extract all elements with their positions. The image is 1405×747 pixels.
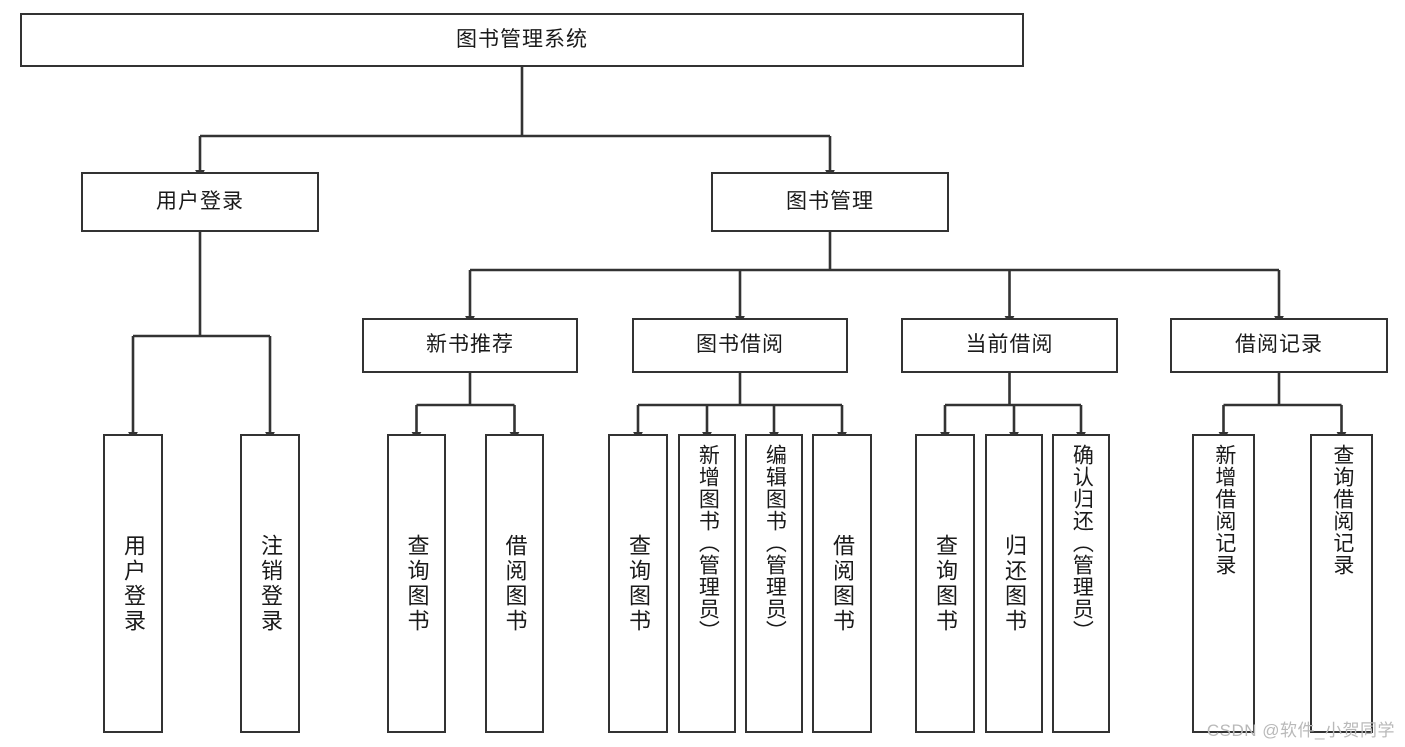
node-root[interactable]: 图书管理系统: [20, 13, 1024, 67]
node-label: 查询图书: [625, 533, 651, 634]
node-book-manage[interactable]: 图书管理: [711, 172, 949, 232]
node-label: 图书管理: [786, 189, 874, 213]
node-label: 查询图书: [932, 533, 958, 634]
node-label: 编辑图书（管理员）: [763, 444, 787, 642]
watermark-text: CSDN @软件_小贺同学: [1206, 721, 1395, 740]
node-label: 用户登录: [156, 189, 244, 213]
node-label: 图书借阅: [696, 333, 784, 357]
node-leaf-query-book-1[interactable]: 查询图书: [387, 434, 446, 733]
node-leaf-add-record[interactable]: 新增借阅记录: [1192, 434, 1255, 733]
node-label: 借阅图书: [502, 533, 528, 634]
node-leaf-user-login[interactable]: 用户登录: [103, 434, 163, 733]
node-label: 新增图书（管理员）: [696, 444, 720, 642]
node-current-borrow[interactable]: 当前借阅: [901, 318, 1118, 373]
node-label: 借阅记录: [1235, 333, 1323, 357]
node-label: 新书推荐: [426, 333, 514, 357]
node-leaf-confirm-return[interactable]: 确认归还（管理员）: [1052, 434, 1110, 733]
node-leaf-edit-book[interactable]: 编辑图书（管理员）: [745, 434, 803, 733]
node-label: 借阅图书: [829, 533, 855, 634]
node-leaf-query-record[interactable]: 查询借阅记录: [1310, 434, 1373, 733]
node-label: 查询借阅记录: [1330, 444, 1354, 576]
node-label: 用户登录: [120, 533, 146, 634]
node-leaf-borrow-book-2[interactable]: 借阅图书: [812, 434, 872, 733]
node-label: 图书管理系统: [456, 27, 588, 51]
node-leaf-borrow-book-1[interactable]: 借阅图书: [485, 434, 544, 733]
node-leaf-return-book[interactable]: 归还图书: [985, 434, 1043, 733]
node-leaf-query-book-3[interactable]: 查询图书: [915, 434, 975, 733]
node-user-login[interactable]: 用户登录: [81, 172, 319, 232]
node-label: 归还图书: [1001, 533, 1027, 634]
node-label: 注销登录: [257, 533, 283, 634]
node-new-book-rec[interactable]: 新书推荐: [362, 318, 578, 373]
node-leaf-query-book-2[interactable]: 查询图书: [608, 434, 668, 733]
connector-edges: [128, 67, 1347, 441]
node-label: 当前借阅: [965, 333, 1054, 357]
node-leaf-add-book[interactable]: 新增图书（管理员）: [678, 434, 736, 733]
node-label: 新增借阅记录: [1212, 444, 1236, 576]
node-label: 查询图书: [404, 533, 430, 634]
node-label: 确认归还（管理员）: [1070, 444, 1094, 642]
node-book-borrow[interactable]: 图书借阅: [632, 318, 848, 373]
node-leaf-logout[interactable]: 注销登录: [240, 434, 300, 733]
node-borrow-record[interactable]: 借阅记录: [1170, 318, 1388, 373]
